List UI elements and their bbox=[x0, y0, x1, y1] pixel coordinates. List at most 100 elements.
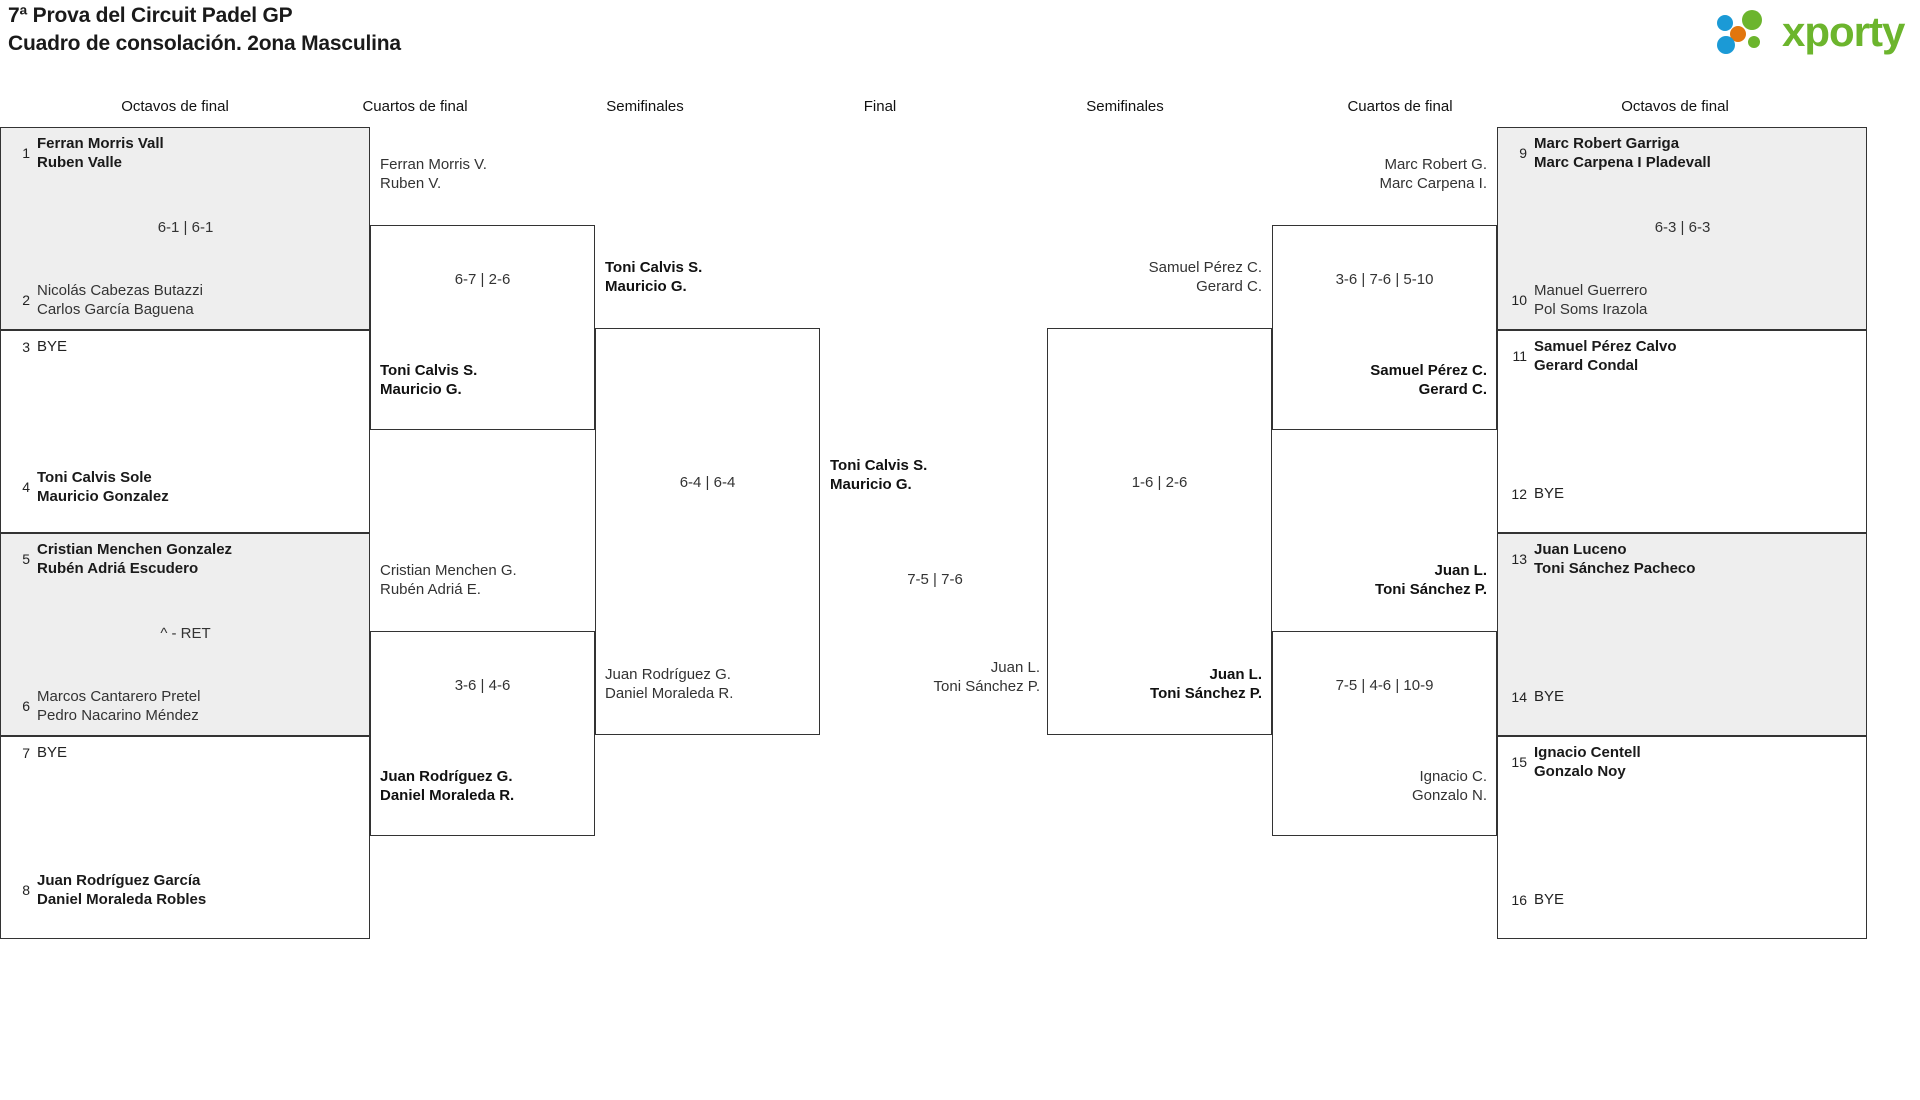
seed-number: 15 bbox=[1511, 754, 1527, 770]
team-names: Cristian Menchen Gonzalez Rubén Adriá Es… bbox=[37, 540, 232, 578]
right-qf1-top-names: Marc Robert G. Marc Carpena I. bbox=[1272, 155, 1487, 193]
left-entry-seed-7[interactable]: 7 BYE bbox=[8, 743, 363, 762]
left-qf1-score: 6-7 | 2-6 bbox=[454, 271, 511, 288]
final-top-names: Toni Calvis S. Mauricio G. bbox=[830, 456, 927, 494]
player-line-1: Toni Calvis Sole bbox=[37, 469, 152, 486]
right-qf1-bottom-names: Samuel Pérez C. Gerard C. bbox=[1272, 361, 1487, 399]
seed-number: 9 bbox=[1519, 145, 1527, 161]
logo-wordmark: xporty bbox=[1782, 8, 1905, 55]
player-line-2: Mauricio G. bbox=[605, 278, 687, 295]
team-names: Nicolás Cabezas Butazzi Carlos García Ba… bbox=[37, 281, 203, 319]
right-qf1-score: 3-6 | 7-6 | 5-10 bbox=[1335, 271, 1434, 288]
left-qf-match-1[interactable] bbox=[370, 225, 595, 430]
player-line-2: Toni Sánchez Pacheco bbox=[1534, 560, 1696, 577]
seed-number: 8 bbox=[22, 882, 30, 898]
final-bottom-names: Juan L. Toni Sánchez P. bbox=[830, 658, 1040, 696]
player-line-2: Mauricio G. bbox=[830, 476, 912, 493]
right-r16-match-2[interactable] bbox=[1497, 330, 1867, 533]
team-names: Ignacio Centell Gonzalo Noy bbox=[1534, 743, 1641, 781]
team-names: Ferran Morris Vall Ruben Valle bbox=[37, 134, 164, 172]
right-r16-match-3[interactable] bbox=[1497, 533, 1867, 736]
player-line-2: Toni Sánchez P. bbox=[1375, 581, 1487, 598]
left-sf-match[interactable] bbox=[595, 328, 820, 735]
seed-number: 1 bbox=[22, 145, 30, 161]
team-names: Marc Robert Garriga Marc Carpena I Plade… bbox=[1534, 134, 1711, 172]
left-r16-match-2[interactable] bbox=[0, 330, 370, 533]
right-entry-seed-11[interactable]: 11 Samuel Pérez Calvo Gerard Condal bbox=[1505, 337, 1860, 375]
player-line-1: Ferran Morris Vall bbox=[37, 135, 164, 152]
left-sf-bottom-names: Juan Rodríguez G. Daniel Moraleda R. bbox=[605, 665, 733, 703]
right-qf2-score: 7-5 | 4-6 | 10-9 bbox=[1335, 677, 1434, 694]
player-line-2: Daniel Moraleda R. bbox=[380, 787, 515, 804]
left-qf-match-2[interactable] bbox=[370, 631, 595, 836]
left-entry-seed-1[interactable]: 1 Ferran Morris Vall Ruben Valle bbox=[8, 134, 363, 172]
team-names: Samuel Pérez Calvo Gerard Condal bbox=[1534, 337, 1677, 375]
title-line-1: 7ª Prova del Circuit Padel GP bbox=[8, 4, 293, 27]
round-header-octavos-right: Octavos de final bbox=[1621, 98, 1729, 115]
right-entry-seed-12[interactable]: 12 BYE bbox=[1505, 484, 1860, 503]
player-line-1: Samuel Pérez C. bbox=[1370, 362, 1487, 379]
team-names: BYE bbox=[1534, 688, 1565, 705]
player-line-1: Toni Calvis S. bbox=[830, 457, 928, 474]
player-line-2: Toni Sánchez P. bbox=[933, 678, 1040, 695]
left-entry-seed-3[interactable]: 3 BYE bbox=[8, 337, 363, 356]
left-r16-match-1[interactable] bbox=[0, 127, 370, 330]
player-line-1: Samuel Pérez C. bbox=[1148, 259, 1262, 276]
team-names: Juan Rodríguez García Daniel Moraleda Ro… bbox=[37, 871, 206, 909]
right-r16-match-4[interactable] bbox=[1497, 736, 1867, 939]
right-entry-seed-13[interactable]: 13 Juan Luceno Toni Sánchez Pacheco bbox=[1505, 540, 1860, 578]
player-line-2: Ruben V. bbox=[380, 175, 442, 192]
page-title: 7ª Prova del Circuit Padel GP Cuadro de … bbox=[8, 2, 401, 58]
player-line-2: Gonzalo Noy bbox=[1534, 763, 1626, 780]
player-line-2: Daniel Moraleda Robles bbox=[37, 891, 207, 908]
left-sf-score: 6-4 | 6-4 bbox=[679, 474, 736, 491]
left-r16-match-3[interactable] bbox=[0, 533, 370, 736]
seed-number: 7 bbox=[22, 744, 30, 761]
player-line-1: Marc Robert Garriga bbox=[1534, 135, 1680, 152]
player-line-1: Marc Robert G. bbox=[1384, 156, 1487, 173]
team-names: Marcos Cantarero Pretel Pedro Nacarino M… bbox=[37, 687, 200, 725]
right-qf-match-1[interactable] bbox=[1272, 225, 1497, 430]
right-qf2-bottom-names: Ignacio C. Gonzalo N. bbox=[1272, 767, 1487, 805]
right-entry-seed-9[interactable]: 9 Marc Robert Garriga Marc Carpena I Pla… bbox=[1505, 134, 1860, 172]
round-header-final: Final bbox=[863, 98, 897, 115]
player-line-1: Juan Rodríguez G. bbox=[380, 768, 513, 785]
player-line-2: Rubén Adriá Escudero bbox=[37, 560, 199, 577]
left-qf1-bottom-names: Toni Calvis S. Mauricio G. bbox=[380, 361, 477, 399]
player-line-1: Juan L. bbox=[990, 659, 1040, 676]
player-line-1: Cristian Menchen Gonzalez bbox=[37, 541, 233, 558]
seed-number: 3 bbox=[22, 338, 30, 355]
right-sf-match[interactable] bbox=[1047, 328, 1272, 735]
round-header-semis-left: Semifinales bbox=[606, 98, 684, 115]
round-header-cuartos-left: Cuartos de final bbox=[362, 98, 468, 115]
left-qf1-top-names: Ferran Morris V. Ruben V. bbox=[380, 155, 487, 193]
round-header-octavos-left: Octavos de final bbox=[121, 98, 229, 115]
player-line-2: Carlos García Baguena bbox=[37, 301, 194, 318]
round-header-cuartos-right: Cuartos de final bbox=[1347, 98, 1453, 115]
team-names: BYE bbox=[37, 744, 68, 761]
left-entry-seed-2[interactable]: 2 Nicolás Cabezas Butazzi Carlos García … bbox=[8, 281, 363, 319]
player-line-1: Ignacio Centell bbox=[1534, 744, 1641, 761]
player-line-2: Marc Carpena I. bbox=[1379, 175, 1487, 192]
right-entry-seed-14[interactable]: 14 BYE bbox=[1505, 687, 1860, 706]
player-line-2: Daniel Moraleda R. bbox=[605, 685, 734, 702]
right-entry-seed-15[interactable]: 15 Ignacio Centell Gonzalo Noy bbox=[1505, 743, 1860, 781]
left-entry-seed-6[interactable]: 6 Marcos Cantarero Pretel Pedro Nacarino… bbox=[8, 687, 363, 725]
seed-number: 12 bbox=[1511, 485, 1527, 502]
player-line-2: Rubén Adriá E. bbox=[380, 581, 481, 598]
player-line-2: Gerard C. bbox=[1196, 278, 1262, 295]
left-entry-seed-5[interactable]: 5 Cristian Menchen Gonzalez Rubén Adriá … bbox=[8, 540, 363, 578]
right-r16-match-1[interactable] bbox=[1497, 127, 1867, 330]
left-r16-match-4[interactable] bbox=[0, 736, 370, 939]
team-names: BYE bbox=[1534, 891, 1565, 908]
left-entry-seed-8[interactable]: 8 Juan Rodríguez García Daniel Moraleda … bbox=[8, 871, 363, 909]
right-entry-seed-16[interactable]: 16 BYE bbox=[1505, 890, 1860, 909]
seed-number: 13 bbox=[1511, 551, 1527, 567]
left-entry-seed-4[interactable]: 4 Toni Calvis Sole Mauricio Gonzalez bbox=[8, 468, 363, 506]
xporty-logo: xporty bbox=[1716, 6, 1906, 58]
player-line-1: Toni Calvis S. bbox=[605, 259, 703, 276]
right-r16-score-1: 6-3 | 6-3 bbox=[1654, 219, 1711, 236]
right-entry-seed-10[interactable]: 10 Manuel Guerrero Pol Soms Irazola bbox=[1505, 281, 1860, 319]
left-qf2-score: 3-6 | 4-6 bbox=[454, 677, 511, 694]
right-qf-match-2[interactable] bbox=[1272, 631, 1497, 836]
